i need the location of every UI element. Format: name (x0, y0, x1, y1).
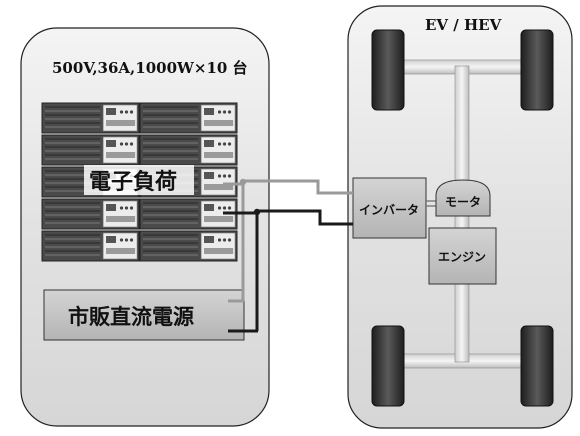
gray-wire-junction (239, 178, 247, 186)
load-unit (41, 198, 140, 230)
inverter: インバータ (352, 177, 427, 239)
inverter-motor-link (426, 200, 437, 207)
dark-wire-junction (253, 208, 261, 216)
load-unit (139, 102, 238, 134)
front-left-wheel (371, 29, 405, 111)
gray-wire (223, 179, 353, 195)
engine-label: エンジン (438, 250, 486, 264)
dark-wire (223, 209, 353, 226)
vehicle-title: EV / HEV (425, 16, 502, 34)
electronic-load-label: 電子負荷 (89, 169, 177, 195)
load-unit (139, 198, 238, 230)
front-right-wheel (520, 29, 554, 111)
dc-power-supply: 市販直流電源 (43, 289, 245, 341)
wiring (223, 178, 353, 333)
inverter-label: インバータ (359, 203, 419, 217)
wheels (371, 29, 554, 407)
dc-power-label: 市販直流電源 (68, 305, 194, 329)
load-unit (41, 102, 140, 134)
load-unit (41, 134, 140, 166)
spec-label: 500V,36A,1000W×10 台 (52, 59, 248, 77)
motor: モータ (435, 179, 491, 217)
load-unit (139, 134, 238, 166)
load-unit (41, 230, 140, 262)
electronic-load-label-group: 電子負荷 (84, 165, 194, 195)
load-unit (139, 230, 238, 262)
motor-label: モータ (445, 195, 481, 209)
rear-left-wheel (371, 325, 405, 407)
rear-right-wheel (520, 325, 554, 407)
electronic-load-units (41, 102, 238, 262)
engine: エンジン (428, 227, 497, 285)
